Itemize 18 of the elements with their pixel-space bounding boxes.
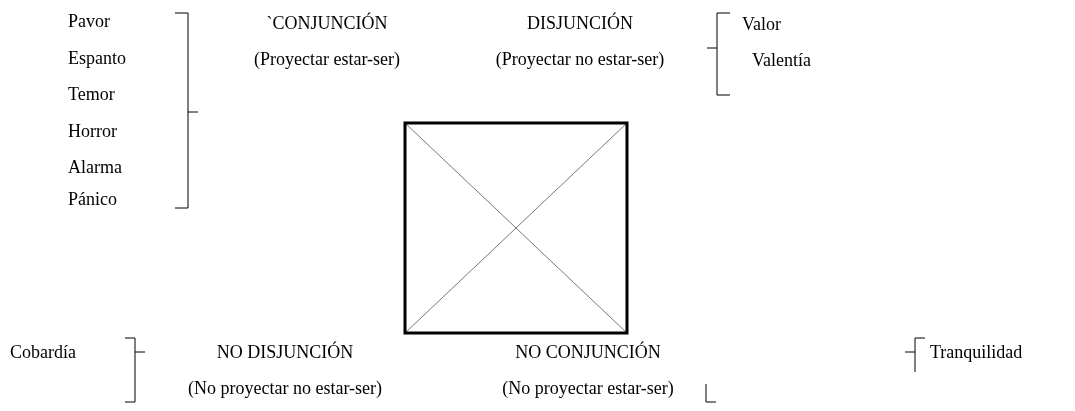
node-heading: `CONJUNCIÓN	[266, 12, 388, 34]
word-label: Pánico	[68, 188, 117, 210]
word-label: Cobardía	[10, 341, 76, 363]
node-heading: DISJUNCIÓN	[527, 12, 633, 34]
node-heading: NO DISJUNCIÓN	[216, 341, 354, 363]
word-label: Valor	[742, 13, 781, 35]
word-label: Alarma	[68, 156, 122, 178]
node-subtitle: (No proyectar estar-ser)	[502, 377, 674, 399]
node-heading: NO CONJUNCIÓN	[515, 341, 661, 363]
word-label: Valentía	[752, 49, 811, 71]
word-label: Temor	[68, 83, 115, 105]
node-subtitle: (Proyectar no estar-ser)	[495, 48, 665, 70]
word-label: Pavor	[68, 10, 110, 32]
node-subtitle: (No proyectar no estar-ser)	[187, 377, 382, 399]
word-label: Horror	[68, 120, 117, 142]
node-subtitle: (Proyectar estar-ser)	[253, 48, 401, 70]
word-label: Tranquilidad	[930, 341, 1023, 363]
word-label: Espanto	[68, 47, 126, 69]
